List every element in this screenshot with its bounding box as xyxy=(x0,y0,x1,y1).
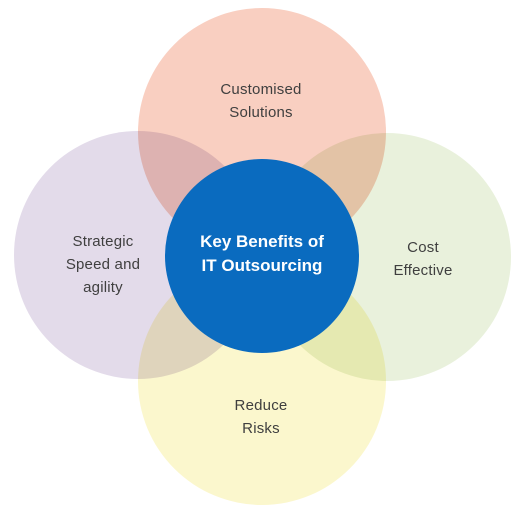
center-circle xyxy=(165,159,359,353)
petal-label-customised-solutions: Customised Solutions xyxy=(220,81,302,121)
petal-label-reduce-risks: Reduce Risks xyxy=(234,397,288,437)
center-title: Key Benefits of IT Outsourcing xyxy=(200,232,324,275)
petal-label-strategic-speed: Strategic Speed and agility xyxy=(65,233,141,296)
petal-label-cost-effective: Cost Effective xyxy=(393,239,453,279)
